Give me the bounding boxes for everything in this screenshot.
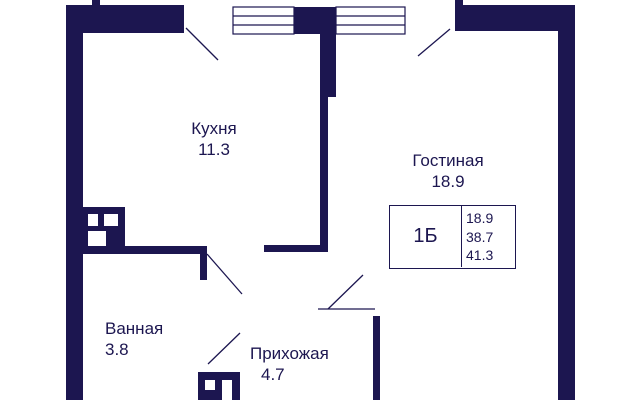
window-right-frame [335,6,406,35]
vent-cell-1 [205,380,215,390]
room-area: 3.8 [105,340,129,359]
wall-top-left [66,5,184,33]
shaft-cell-3 [88,231,106,246]
wall-outer-right [558,5,575,400]
wall-bath-hall [198,372,240,400]
wall-corner-top-right [455,0,463,8]
wall-top-right [455,5,575,31]
shaft-cell-2 [104,214,118,226]
wall-outer-left [66,5,83,400]
door-living [417,28,451,57]
room-label-hallway: Прихожая 4.7 [250,343,350,385]
door-living-hall [327,274,364,310]
room-label-kitchen: Кухня 11.3 [164,118,264,160]
apartment-areas: 18.9 38.7 41.3 [466,209,516,265]
room-label-living: Гостиная 18.9 [398,150,498,192]
door-hall-bath [207,332,241,365]
door-kitchen [185,27,219,61]
room-area: 4.7 [261,365,285,384]
wall-partition-kitchen-living [320,7,336,97]
window-left-frame [232,6,295,35]
room-area: 18.9 [431,172,465,191]
room-name: Ванная [105,319,164,338]
vent-cell-2 [222,380,232,400]
area-total: 38.7 [466,228,494,245]
apartment-info-box: 1Б 18.9 38.7 41.3 [389,205,516,269]
wall-hallway-right [373,316,380,400]
door-kitchen-bath [206,253,243,295]
wall-partition-kitchen-living-lower [320,97,328,250]
area-living: 18.9 [466,210,494,226]
area-with-balcony: 41.3 [466,247,494,263]
wall-corner-top-left [92,0,100,8]
shaft-cell-1 [88,214,98,226]
wall-kitchen-bathroom [83,246,207,254]
apartment-type: 1Б [390,206,462,267]
room-name: Кухня [191,119,237,138]
room-label-bathroom: Ванная 3.8 [92,318,205,360]
room-area: 11.3 [198,140,230,159]
room-name: Прихожая [250,344,329,363]
wall-kitchen-bathroom-stub [200,246,207,280]
room-name: Гостиная [412,151,484,170]
wall-partition-bottom [264,245,328,252]
